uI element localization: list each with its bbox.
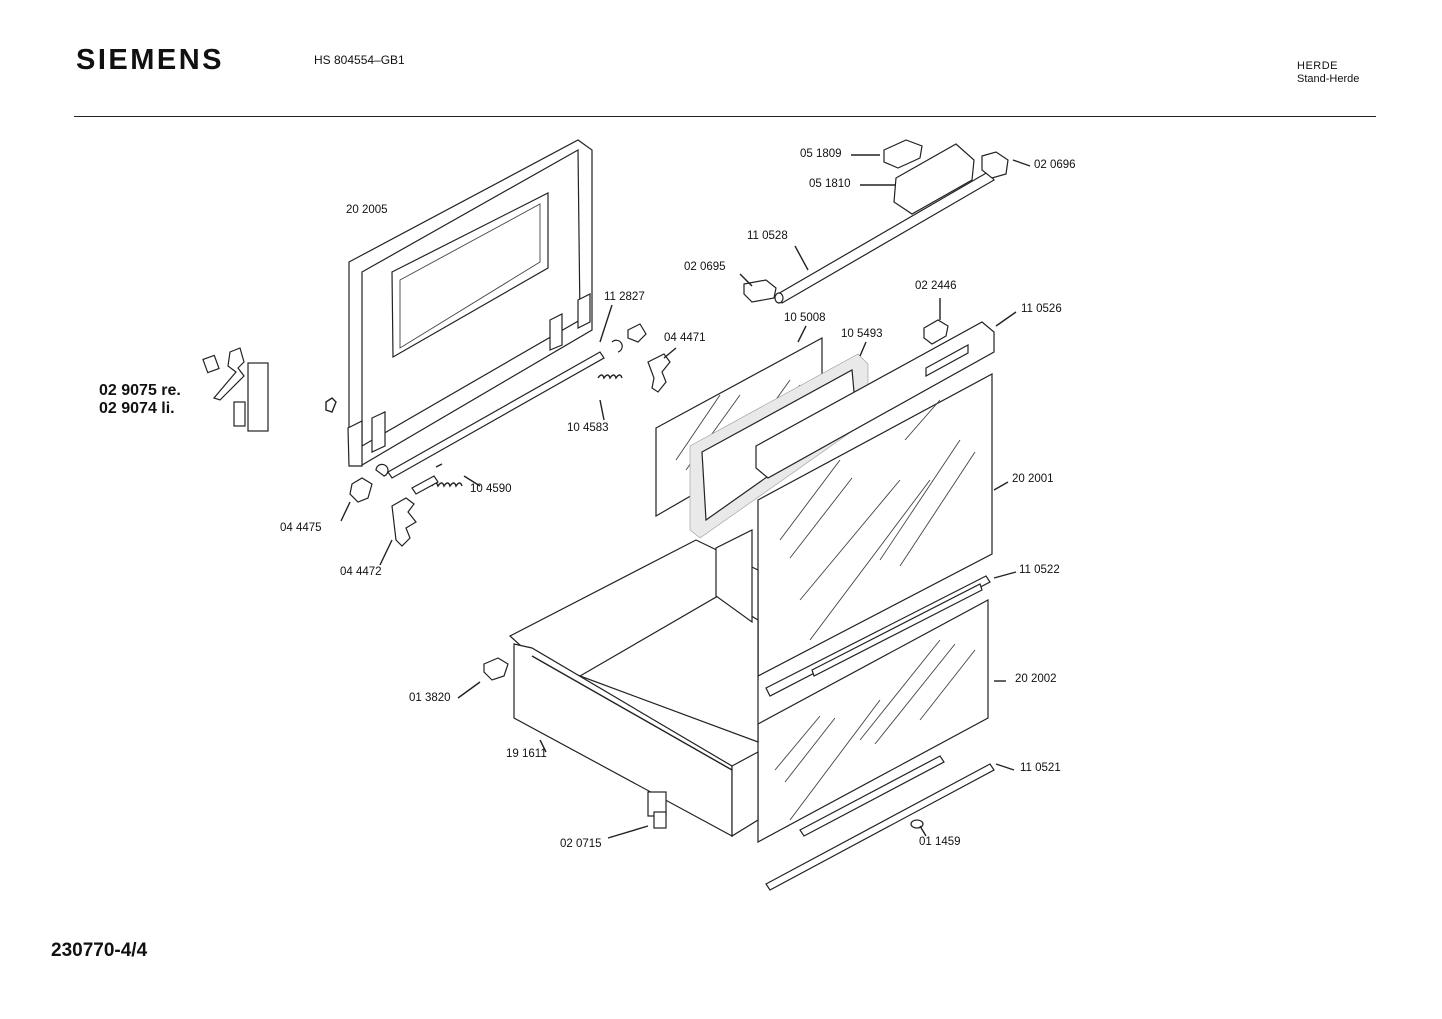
- part-label-202001: 20 2001: [1012, 473, 1054, 485]
- part-label-105493: 10 5493: [841, 328, 883, 340]
- part-label-044471: 04 4471: [664, 332, 706, 344]
- part-label-110522: 11 0522: [1019, 564, 1060, 576]
- part-label-051810: 05 1810: [809, 178, 851, 190]
- part-label-044472: 04 4472: [340, 566, 382, 578]
- part-label-104590: 10 4590: [470, 483, 512, 495]
- handle-part: [743, 139, 1009, 304]
- part-label-110526: 11 0526: [1021, 303, 1062, 315]
- hinge-set-part: [202, 347, 269, 432]
- door-rod-part: [375, 351, 623, 488]
- document-number: 230770-4/4: [51, 940, 148, 961]
- part-label-020696: 02 0696: [1034, 159, 1076, 171]
- part-label-191611: 19 1611: [506, 748, 547, 760]
- top-bracket-part: [755, 319, 995, 479]
- category-subtitle: Stand-Herde: [1297, 73, 1360, 85]
- part-label-013820: 01 3820: [409, 692, 451, 704]
- category-title: HERDE: [1297, 60, 1339, 72]
- model-number: HS 804554–GB1: [314, 53, 405, 67]
- part-label-110521: 11 0521: [1020, 762, 1061, 774]
- part-label-112827: 11 2827: [604, 291, 645, 303]
- leader-lines: [340, 154, 1031, 839]
- part-label-104583: 10 4583: [567, 422, 609, 434]
- latch-part: [349, 323, 671, 547]
- bottom-strip-part: [765, 755, 995, 891]
- part-label-202002: 20 2002: [1015, 673, 1057, 685]
- part-label-022446: 02 2446: [915, 280, 957, 292]
- middle-strip-part: [765, 575, 991, 697]
- hinge-set-left-label: 02 9074 li.: [99, 400, 175, 417]
- part-label-105008: 10 5008: [784, 312, 826, 324]
- part-label-044475: 04 4475: [280, 522, 322, 534]
- header-divider: [74, 116, 1376, 117]
- door-frame-part: [325, 139, 593, 467]
- part-label-051809: 05 1809: [800, 148, 842, 160]
- part-label-020695: 02 0695: [684, 261, 726, 273]
- drawer-part: [483, 529, 759, 838]
- part-label-110528: 11 0528: [747, 230, 788, 242]
- part-label-202005: 20 2005: [346, 204, 388, 216]
- brand-logo: SIEMENS: [76, 44, 225, 76]
- hinge-set-right-label: 02 9075 re.: [99, 382, 181, 399]
- part-label-020715: 02 0715: [560, 838, 602, 850]
- part-label-011459: 01 1459: [919, 836, 961, 848]
